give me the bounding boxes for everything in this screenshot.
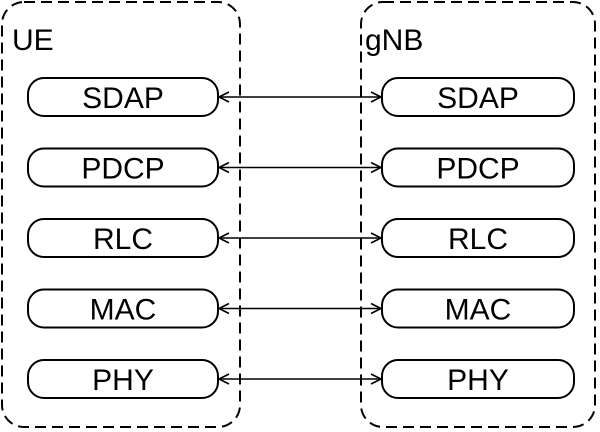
ue-layer-label: PDCP xyxy=(81,153,164,186)
ue-layer-rlc: RLC xyxy=(27,218,219,258)
gnb-container xyxy=(360,1,596,428)
layers-group: SDAP SDAP PDCP PDCP RLC RLC MAC MAC PHY PHY xyxy=(27,77,575,399)
gnb-layer-mac: MAC xyxy=(381,288,575,329)
gnb-label: gNB xyxy=(365,24,423,57)
ue-layer-label: PHY xyxy=(92,364,154,397)
gnb-layer-label: MAC xyxy=(445,294,512,327)
gnb-layer-box xyxy=(381,77,575,117)
ue-layer-label: MAC xyxy=(90,294,157,327)
gnb-layer-pdcp: PDCP xyxy=(381,147,575,188)
ue-layer-pdcp: PDCP xyxy=(27,147,219,188)
gnb-layer-label: RLC xyxy=(448,223,508,256)
gnb-layer-label: SDAP xyxy=(437,82,519,115)
gnb-layer-phy: PHY xyxy=(381,359,575,399)
gnb-layer-box xyxy=(381,359,575,399)
ue-container xyxy=(1,1,241,428)
ue-layer-mac: MAC xyxy=(27,288,219,329)
gnb-layer-label: PHY xyxy=(447,364,509,397)
gnb-layer-rlc: RLC xyxy=(381,218,575,258)
ue-label: UE xyxy=(12,24,54,57)
gnb-layer-box xyxy=(381,147,575,188)
gnb-layer-box xyxy=(381,288,575,329)
connections-group xyxy=(219,97,381,379)
gnb-layer-label: PDCP xyxy=(436,153,519,186)
gnb-layer-sdap: SDAP xyxy=(381,77,575,117)
ue-layer-label: SDAP xyxy=(82,82,164,115)
ue-layer-sdap: SDAP xyxy=(27,77,219,117)
gnb-layer-box xyxy=(381,218,575,258)
ue-layer-label: RLC xyxy=(93,223,153,256)
ue-layer-phy: PHY xyxy=(27,359,219,399)
